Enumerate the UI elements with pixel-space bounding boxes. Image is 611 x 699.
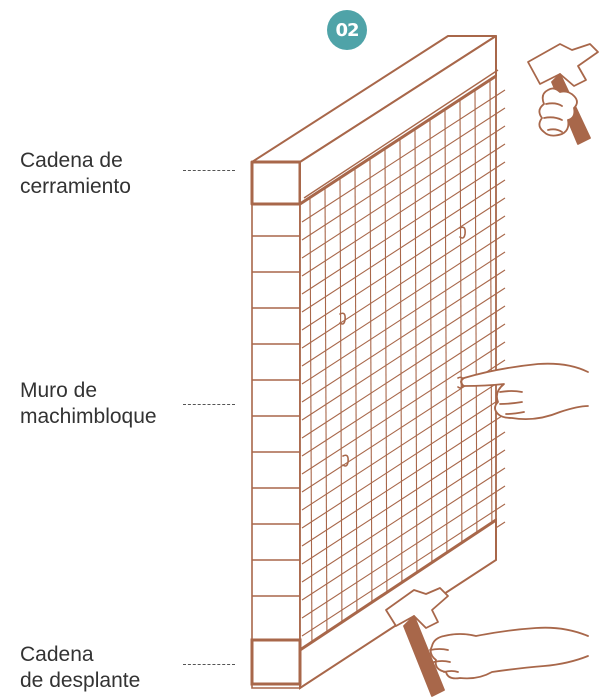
bond-beam-leader-line (183, 170, 235, 171)
wall-label-line1: Muro de (20, 379, 98, 402)
hammer-hand-icon (385, 587, 589, 697)
bond-beam-label-line2: cerramiento (20, 175, 131, 198)
footing-beam-label-line1: Cadena (20, 643, 94, 666)
wall-label-line2: machimbloque (20, 405, 157, 428)
wall-leader-line (183, 404, 235, 405)
step-number-badge: 02 (327, 10, 367, 50)
footing-beam-label: Cadena de desplante (20, 642, 140, 694)
wall-side-face (251, 161, 301, 689)
pointing-hand-icon (460, 362, 589, 421)
bond-beam-label: Cadena de cerramiento (20, 148, 131, 200)
wall-label: Muro de machimbloque (20, 378, 157, 430)
wall-front-face (299, 69, 506, 661)
bond-beam (250, 35, 497, 206)
footing-beam-label-line2: de desplante (20, 669, 141, 692)
bond-beam-label-line1: Cadena de (20, 149, 123, 172)
hammer-hand-icon (527, 43, 599, 145)
welded-mesh (301, 79, 506, 661)
footing-beam-leader-line (183, 664, 235, 665)
